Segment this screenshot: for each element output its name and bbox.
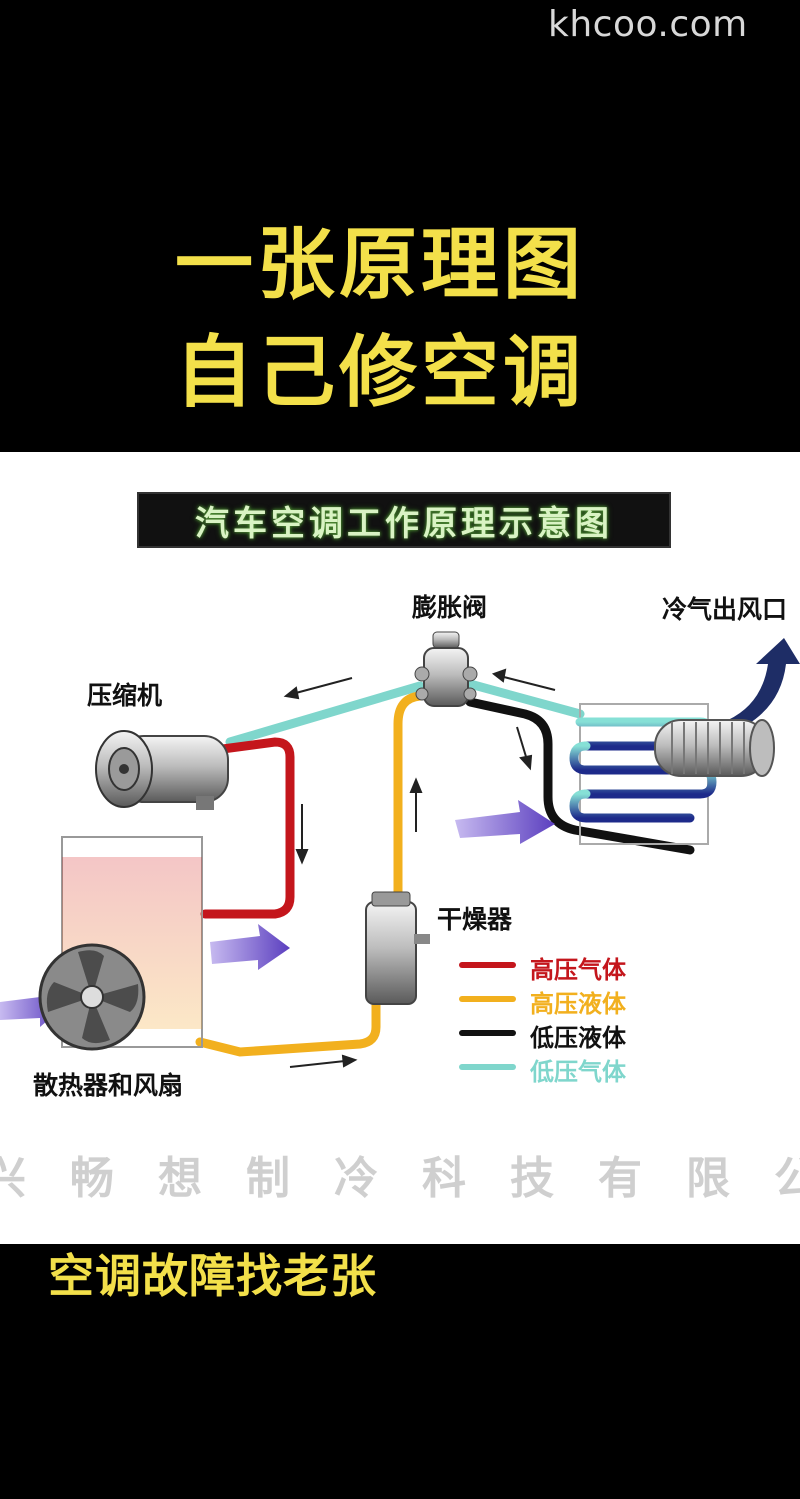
legend-label-low-gas: 低压气体	[530, 1058, 626, 1086]
low-gas-pipe-evaporator	[465, 679, 585, 719]
label-compressor: 压缩机	[87, 681, 163, 710]
dryer-graphic	[365, 891, 430, 1005]
high-liquid-pipe-condenser	[195, 967, 381, 1057]
fan-graphic	[38, 943, 146, 1051]
diagram-title-banner: 汽车空调工作原理示意图	[137, 492, 671, 548]
blower-graphic	[654, 719, 775, 777]
label-dryer: 干燥器	[437, 905, 513, 934]
ac-cycle-drawing	[0, 631, 800, 1070]
label-expansion-valve: 膨胀阀	[412, 593, 488, 622]
expansion-valve-graphic	[414, 631, 478, 707]
headline-line-2: 自己修空调	[174, 328, 585, 418]
low-gas-pipe-return	[225, 681, 425, 747]
airflow-arrow-evaporator	[455, 800, 555, 844]
low-liquid-pipe	[465, 697, 695, 855]
diagram-title: 汽车空调工作原理示意图	[195, 503, 613, 544]
cold-air-arrow	[728, 638, 800, 734]
footer-caption: 空调故障找老张	[48, 1249, 377, 1303]
airflow-arrow-condenser	[210, 924, 290, 970]
flow-arrows	[283, 668, 556, 1068]
legend-swatches	[459, 962, 516, 1070]
headline-line-1: 一张原理图	[174, 220, 585, 310]
site-watermark: khcoo.com	[548, 4, 748, 45]
legend-label-high-liquid: 高压液体	[530, 990, 626, 1018]
compressor-graphic	[95, 730, 229, 810]
high-gas-pipe	[200, 737, 295, 919]
legend-label-high-gas: 高压气体	[530, 956, 626, 984]
label-cold-air-outlet: 冷气出风口	[662, 595, 788, 624]
company-watermark: 兴畅想制冷科技有限公	[0, 1153, 800, 1204]
legend-label-low-liquid: 低压液体	[530, 1024, 626, 1052]
label-radiator-fan: 散热器和风扇	[33, 1071, 184, 1100]
high-liquid-pipe-valve	[393, 691, 425, 905]
diagram-panel: 汽车空调工作原理示意图	[0, 452, 800, 1244]
